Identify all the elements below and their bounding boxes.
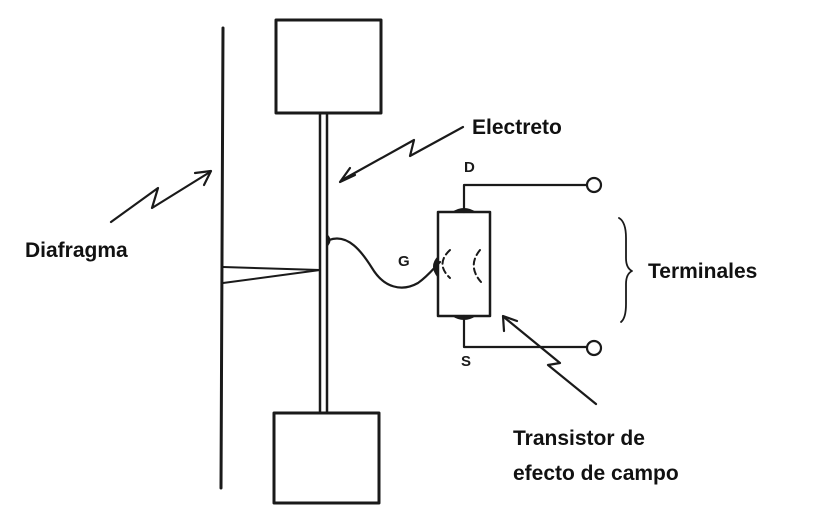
- electret-label: Electreto: [472, 116, 562, 139]
- electret-arrow-shaft: [340, 125, 465, 182]
- fet-body: [436, 210, 492, 318]
- fet-arrow-shaft: [503, 316, 598, 406]
- terminals-label: Terminales: [648, 260, 758, 283]
- gate-contact-dot: [433, 256, 438, 278]
- source-lead: [462, 314, 589, 349]
- fet-channel-right-arc: [472, 249, 482, 283]
- top-housing-block: [274, 18, 383, 115]
- bottom-housing-block: [272, 411, 381, 505]
- fet-channel-left-arc: [441, 249, 451, 279]
- fet-label-line2: efecto de campo: [513, 462, 679, 485]
- gate-pin-label: G: [398, 253, 410, 270]
- terminals-brace: [618, 217, 633, 323]
- source-contact-dot: [452, 316, 476, 320]
- electret-contact-dot: [327, 234, 331, 247]
- fet-arrow-head: [501, 314, 519, 333]
- drain-lead: [462, 183, 589, 214]
- electret-arrow-head: [338, 166, 357, 184]
- gate-wire: [327, 237, 442, 289]
- drain-terminal: [585, 176, 603, 194]
- diaphragm-arrow-head: [193, 169, 213, 187]
- coupling-wedge: [222, 266, 321, 284]
- source-pin-label: S: [461, 353, 472, 370]
- diaphragm-line: [219, 26, 225, 490]
- fet-label-line1: Transistor de: [513, 427, 645, 450]
- drain-pin-label: D: [464, 159, 475, 176]
- source-terminal: [585, 339, 603, 357]
- diaphragm-label: Diafragma: [25, 239, 128, 262]
- drain-contact-dot: [452, 208, 476, 212]
- diaphragm-arrow-shaft: [109, 170, 212, 224]
